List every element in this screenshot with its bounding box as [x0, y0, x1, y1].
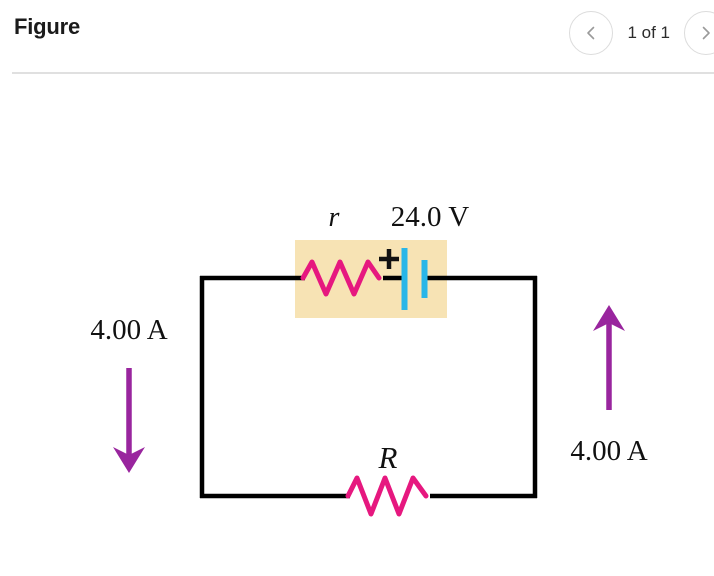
battery-plate-long	[401, 248, 408, 310]
next-figure-button[interactable]	[684, 11, 714, 55]
internal-resistance-label: r	[329, 202, 340, 233]
current-label-left: 4.00 A	[90, 314, 167, 346]
figure-header: Figure 1 of 1	[0, 0, 714, 74]
chevron-left-icon	[582, 24, 600, 42]
internal-resistance-zigzag	[300, 259, 382, 297]
figure-page-count: 1 of 1	[627, 23, 670, 42]
external-resistor-label: R	[378, 440, 398, 475]
battery-plate-short	[421, 260, 428, 298]
chevron-right-icon	[697, 24, 714, 42]
current-arrow-down	[113, 368, 145, 473]
page-title: Figure	[14, 14, 81, 39]
header-divider	[12, 72, 714, 74]
current-arrow-up	[593, 305, 625, 410]
figure-canvas: r 24.0 V R 4.00 A 4.00 A	[0, 74, 714, 576]
circuit-diagram: r 24.0 V R 4.00 A 4.00 A	[90, 201, 648, 517]
current-label-right: 4.00 A	[570, 435, 647, 467]
battery-plus-sign	[379, 249, 399, 269]
previous-figure-button[interactable]	[569, 11, 614, 55]
emf-voltage-label: 24.0 V	[391, 201, 469, 233]
figure-pager: 1 of 1	[569, 11, 714, 55]
external-resistor-zigzag	[345, 475, 429, 517]
